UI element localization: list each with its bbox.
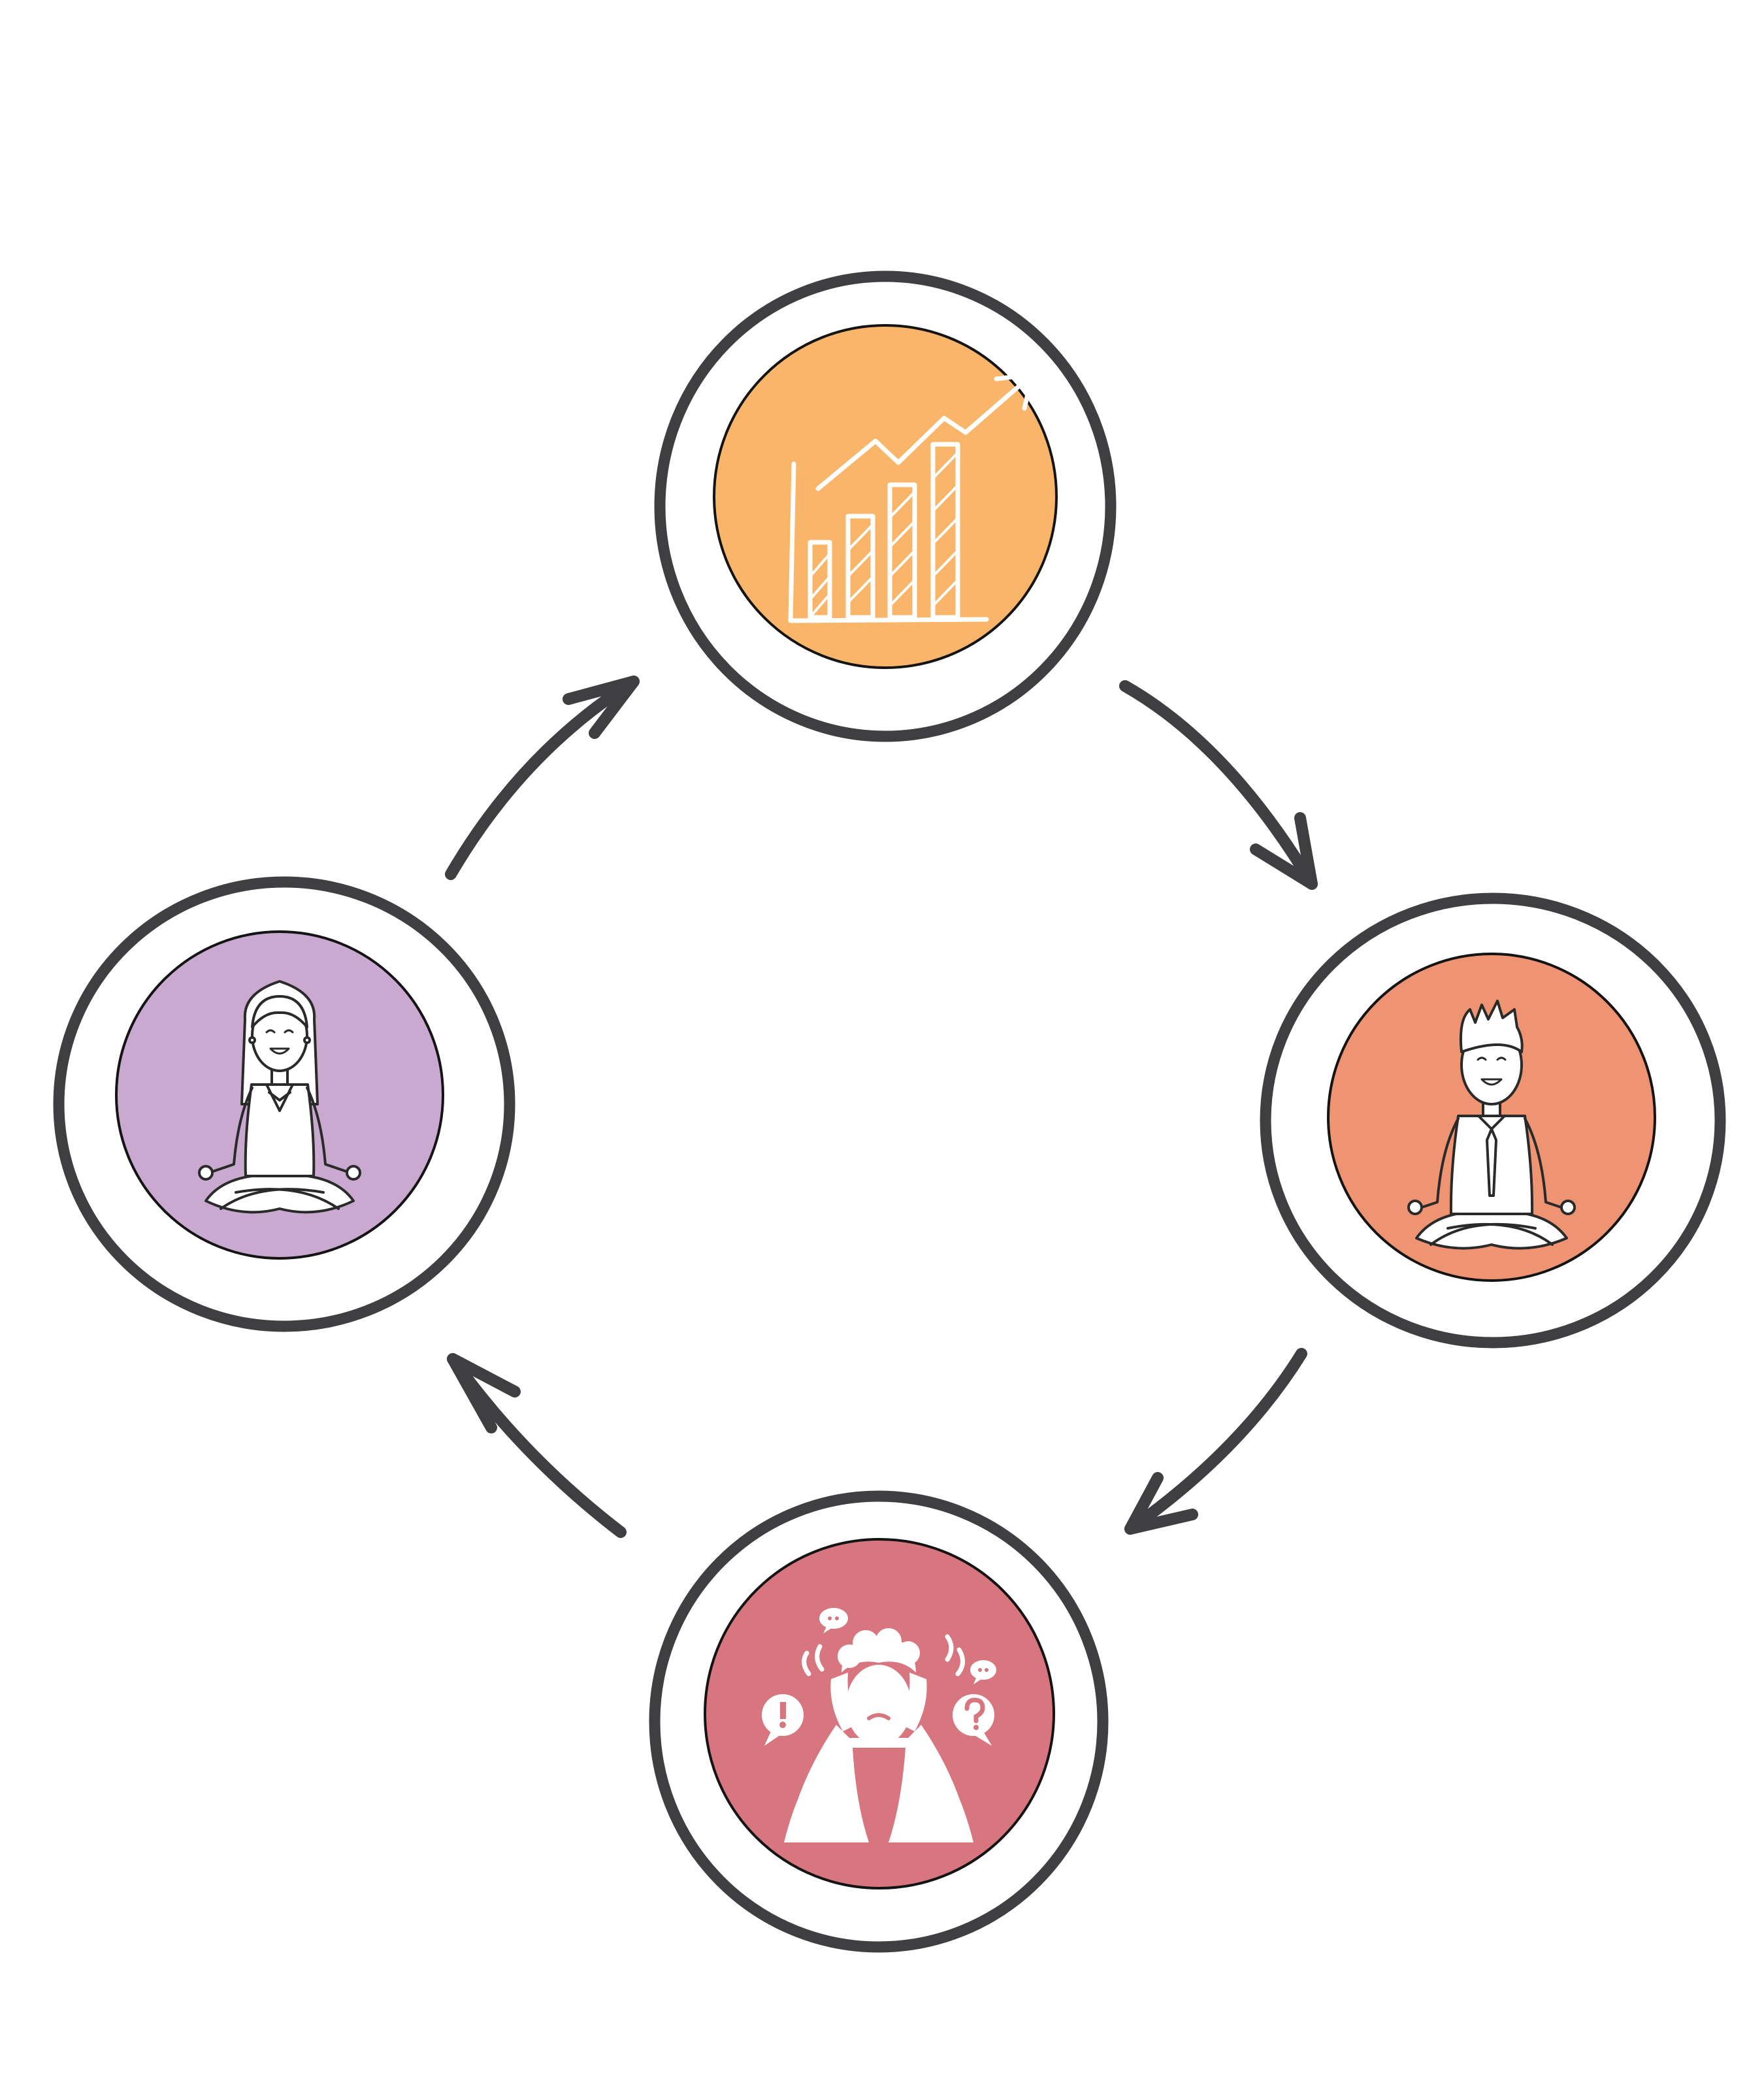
- node-left-ring: [53, 876, 515, 1332]
- node-bottom-ring: [649, 1490, 1109, 1953]
- meditating-man-icon: [1407, 1000, 1576, 1250]
- arrow-bottom-to-left: [447, 1353, 627, 1538]
- arrow-right-to-bottom: [1124, 1348, 1307, 1535]
- node-top-ring: [654, 270, 1117, 742]
- stressed-person-icon: [762, 1608, 996, 1842]
- node-right-ring: [1260, 892, 1726, 1349]
- question-bubble-icon: [953, 1694, 994, 1746]
- arrow-left-to-top: [445, 676, 640, 880]
- node-left: [53, 876, 515, 1332]
- meditating-woman-icon: [198, 980, 361, 1214]
- node-right: [1260, 892, 1726, 1349]
- growth-chart-icon: [788, 372, 1035, 623]
- node-top-disc: [713, 324, 1058, 669]
- exclamation-bubble-icon: [762, 1694, 804, 1746]
- chat-bubble-icon: [970, 1660, 996, 1684]
- node-top: [654, 270, 1117, 742]
- arrow-top-to-right: [1119, 680, 1318, 890]
- chat-bubble-icon: [819, 1608, 848, 1633]
- node-bottom: [649, 1490, 1109, 1953]
